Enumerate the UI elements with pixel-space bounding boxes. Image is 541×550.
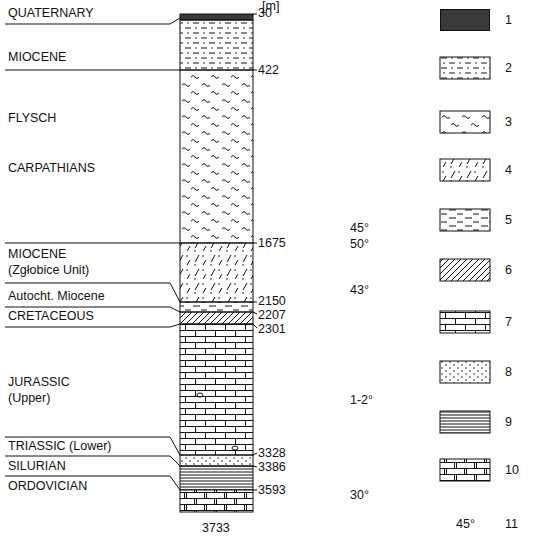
depth-value: 3733 <box>202 521 230 535</box>
unit-name: FLYSCH <box>8 111 56 125</box>
unit-name: CARPATHIANS <box>8 161 95 175</box>
unit-name: JURASSIC <box>8 375 70 389</box>
dip-angle: 43° <box>350 283 369 297</box>
legend-number: 2 <box>505 61 512 75</box>
depth-value: 30 <box>258 6 272 20</box>
depth-value: 3386 <box>258 460 286 474</box>
legend-number: 11 <box>505 517 518 531</box>
unit-name: MIOCENE <box>8 247 66 261</box>
unit-name: TRIASSIC (Lower) <box>8 439 112 453</box>
unit-name: MIOCENE <box>8 50 66 64</box>
legend-number: 8 <box>505 365 512 379</box>
depth-value: 3328 <box>258 446 286 460</box>
depth-value: 2150 <box>258 294 286 308</box>
depth-value: 2301 <box>258 322 286 336</box>
unit-name: (Zgłobice Unit) <box>8 263 89 277</box>
legend-number: 6 <box>505 263 512 277</box>
legend-number: 10 <box>505 463 519 477</box>
legend-number: 3 <box>505 115 512 129</box>
unit-name: Autocht. Miocene <box>8 289 105 303</box>
legend-number: 5 <box>505 213 512 227</box>
dip-angle: 45° <box>456 517 475 531</box>
dip-angle: 50° <box>350 237 369 251</box>
legend-number: 1 <box>505 13 512 27</box>
dip-angle: 30° <box>350 488 369 502</box>
unit-name: SILURIAN <box>8 459 66 473</box>
dip-angle: 45° <box>350 221 369 235</box>
depth-value: 422 <box>258 63 279 77</box>
depth-value: 2207 <box>258 308 286 322</box>
depth-value: 1675 <box>258 236 286 250</box>
legend-number: 4 <box>505 163 512 177</box>
legend-swatch <box>440 9 490 31</box>
unit-name: QUATERNARY <box>8 6 94 20</box>
legend-number: 7 <box>505 315 512 329</box>
unit-name: (Upper) <box>8 391 50 405</box>
unit-name: ORDOVICIAN <box>8 479 87 493</box>
unit-name: CRETACEOUS <box>8 309 94 323</box>
depth-value: 3593 <box>258 483 286 497</box>
legend-number: 9 <box>505 415 512 429</box>
dip-angle: 1-2° <box>350 393 373 407</box>
